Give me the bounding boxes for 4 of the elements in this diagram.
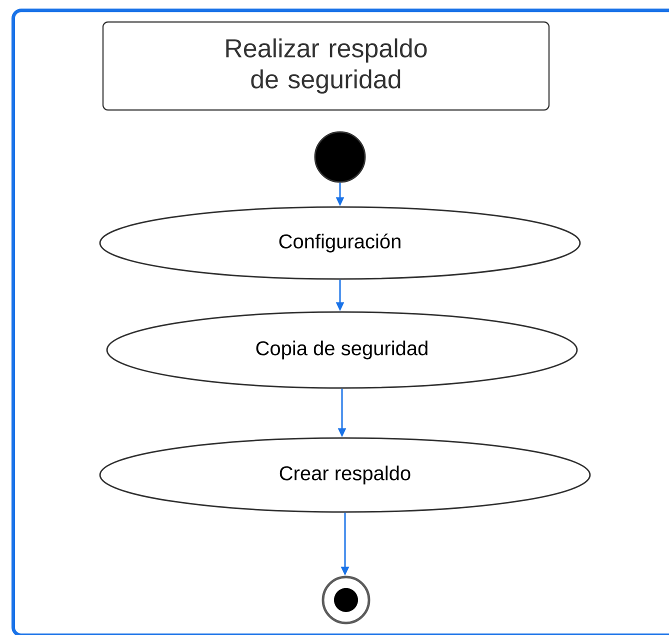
title-box: Realizar respaldo de seguridad [102, 21, 550, 111]
frame [12, 8, 669, 635]
initial-node [314, 131, 366, 183]
final-node [322, 576, 370, 624]
